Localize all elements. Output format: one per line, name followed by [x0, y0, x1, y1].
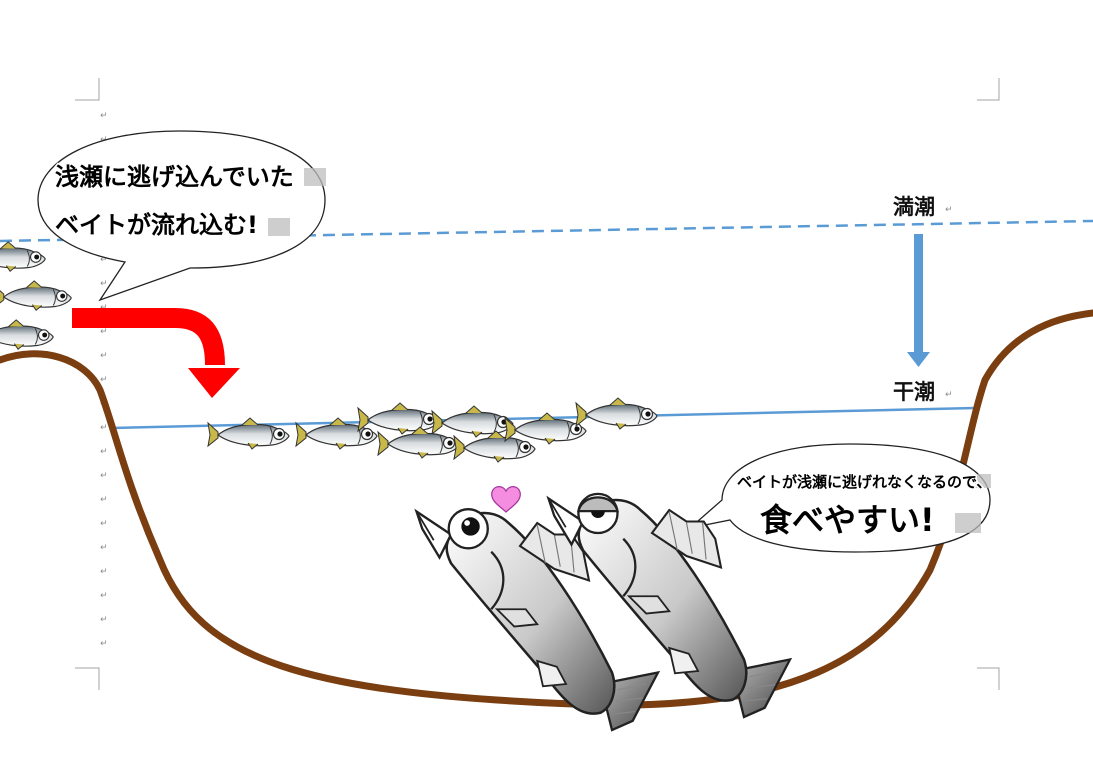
paragraph-mark: ↵: [100, 255, 108, 265]
text-shadow: [975, 474, 991, 488]
rockfish-icon: [547, 492, 792, 719]
rockfish-icon: [415, 508, 660, 732]
sardine-icon: [207, 417, 290, 450]
sardine-icon: [0, 280, 72, 311]
sardine-icon: [377, 426, 460, 459]
paragraph-mark: ↵: [100, 543, 108, 553]
high-tide-label: 満潮: [893, 195, 935, 219]
speech-bubble-right: ベイトが浅瀬に逃げれなくなるので、 食べやすい!: [687, 443, 993, 553]
paragraph-mark: ↵: [100, 615, 108, 625]
text-shadow: [304, 168, 326, 186]
sardine-icon: [575, 397, 658, 430]
text-shadow: [955, 513, 981, 533]
paragraph-mark: ↵: [945, 390, 953, 400]
low-tide-label: 干潮: [893, 380, 935, 404]
bubble-right-line1: ベイトが浅瀬に逃げれなくなるので、: [737, 473, 991, 491]
text-shadow: [268, 218, 290, 236]
paragraph-mark: ↵: [945, 205, 953, 215]
paragraph-mark: ↵: [100, 471, 108, 481]
paragraph-mark: ↵: [100, 279, 108, 289]
heart-icon: [491, 486, 521, 513]
paragraph-mark: ↵: [100, 351, 108, 361]
bubble-left-line2: ベイトが流れ込む!: [55, 211, 258, 239]
paragraph-mark: ↵: [100, 111, 108, 121]
sardine-icon: [0, 319, 54, 350]
sardine-icon: [0, 241, 46, 272]
paragraph-mark: ↵: [100, 375, 108, 385]
paragraph-mark: ↵: [100, 447, 108, 457]
page-corner-marks: [75, 78, 1000, 690]
bubble-left-line1: 浅瀬に逃げ込んでいた: [55, 163, 294, 191]
paragraph-mark: ↵: [100, 423, 108, 433]
sardine-icon: [431, 405, 514, 438]
paragraph-mark: ↵: [100, 519, 108, 529]
bubble-right-line2: 食べやすい!: [760, 501, 935, 539]
paragraph-mark: ↵: [100, 495, 108, 505]
speech-bubble-left: 浅瀬に逃げ込んでいた ベイトが流れ込む!: [37, 130, 326, 302]
sardine-icon: [453, 430, 536, 463]
paragraph-mark: ↵: [100, 639, 108, 649]
tide-drop-arrow: [907, 234, 930, 367]
paragraph-mark: ↵: [100, 327, 108, 337]
paragraph-mark: ↵: [100, 567, 108, 577]
paragraph-mark: ↵: [100, 591, 108, 601]
flow-arrow-red: [72, 308, 240, 398]
